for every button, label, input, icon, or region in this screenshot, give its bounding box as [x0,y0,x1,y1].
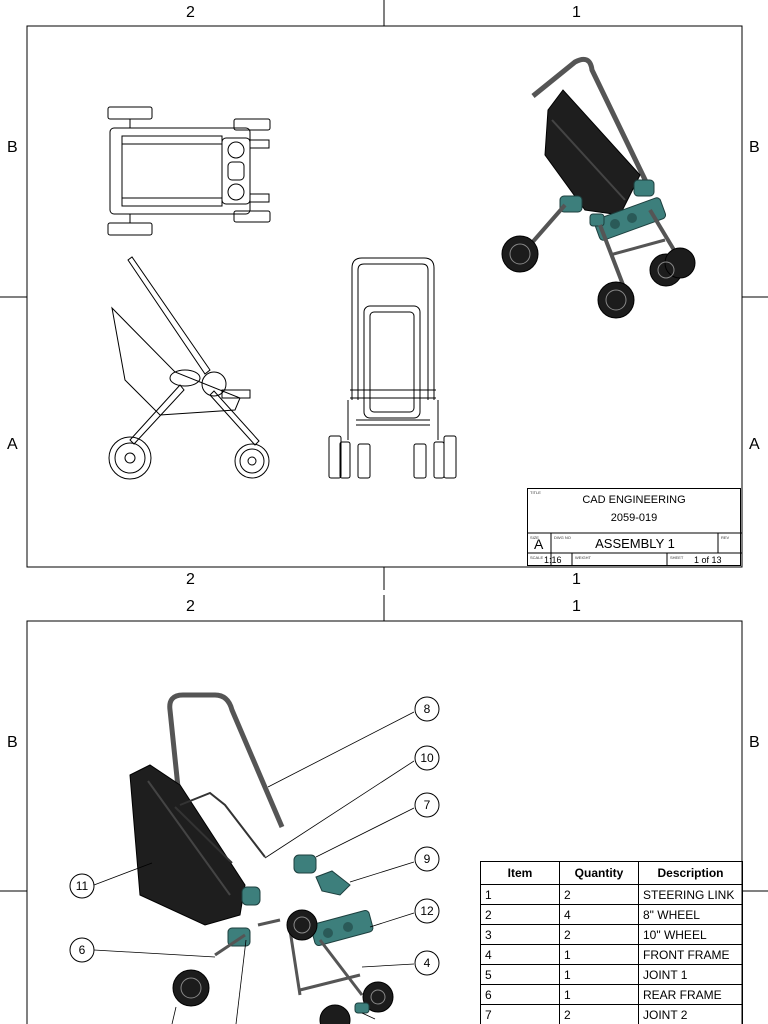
title-block: TITLE CAD ENGINEERING 2059-019 SIZE A DW… [527,488,741,566]
balloon-4: 4 [423,956,431,970]
company-name: CAD ENGINEERING [582,494,686,506]
balloon-6: 6 [78,943,86,957]
bom-description: REAR FRAME [638,984,743,1005]
bom-quantity: 1 [559,984,639,1005]
balloon-8: 8 [423,702,431,716]
table-row: 2 4 8" WHEEL [480,904,743,925]
scale-caption: SCALE [530,555,544,560]
sheet-2-border [0,595,768,1024]
balloon-11: 11 [75,879,89,893]
part-number: 2059-019 [610,512,658,524]
bom-description: JOINT 1 [638,964,743,985]
rev-caption: REV [721,535,730,540]
table-row: 5 1 JOINT 1 [480,964,743,985]
zone-label-left-a: A [7,436,18,453]
bom-item: 6 [480,984,560,1005]
table-row: 7 2 JOINT 2 [480,1004,743,1024]
bom-item: 7 [480,1004,560,1024]
table-row: 6 1 REAR FRAME [480,984,743,1005]
zone-label-top-2: 2 [186,598,195,615]
dwg-caption: DWG NO [554,535,571,540]
bom-item: 3 [480,924,560,945]
zone-label-top-1: 1 [572,598,581,615]
title-block-lines [527,532,742,566]
balloon-7: 7 [423,798,431,812]
bom-description: 8" WHEEL [638,904,743,925]
bom-item: 4 [480,944,560,965]
bom-quantity: 2 [559,924,639,945]
zone-label-right-b: B [749,139,760,156]
drawing-sheet-1: 2 1 2 1 B A B A TITLE CAD ENGINEERING 20… [0,0,768,590]
bom-description: STEERING LINK [638,884,743,905]
side-view-drawing [108,256,270,480]
bom-header-description: Description [638,861,743,885]
zone-label-bottom-1: 1 [572,571,581,588]
scale-value: 1:16 [544,555,562,565]
balloon-12: 12 [420,904,434,918]
exploded-view-drawing [129,692,394,1024]
sheet-caption: SHEET [670,555,684,560]
bom-quantity: 2 [559,1004,639,1024]
bill-of-materials-table: Item Quantity Description 1 2 STEERING L… [480,861,743,1024]
title-caption: TITLE [530,490,541,495]
bom-header-quantity: Quantity [559,861,639,885]
table-row: 1 2 STEERING LINK [480,884,743,905]
bom-quantity: 1 [559,964,639,985]
zone-label-right-a: A [749,436,760,453]
isometric-view-drawing [501,56,696,319]
table-row: 4 1 FRONT FRAME [480,944,743,965]
bom-header-item: Item [480,861,560,885]
bom-description: FRONT FRAME [638,944,743,965]
table-row: 3 2 10" WHEEL [480,924,743,945]
bom-quantity: 4 [559,904,639,925]
sheet-number: 1 of 13 [694,555,722,565]
bom-quantity: 1 [559,944,639,965]
balloon-9: 9 [423,852,431,866]
zone-label-bottom-2: 2 [186,571,195,588]
sheet-size: A [534,536,544,552]
zone-label-left-b: B [7,734,18,751]
drawing-sheet-2: 8 10 7 9 11 12 6 4 2 1 B B Item Quantity… [0,595,768,1024]
zone-label-top-2: 2 [186,4,195,21]
balloon-circles [69,696,440,976]
drawing-name: ASSEMBLY 1 [595,536,675,551]
zone-label-left-b: B [7,139,18,156]
weight-caption: WEIGHT [575,555,591,560]
bom-item: 1 [480,884,560,905]
zone-label-top-1: 1 [572,4,581,21]
bom-item: 5 [480,964,560,985]
zone-label-right-b: B [749,734,760,751]
front-view-drawing [328,257,457,479]
balloon-10: 10 [420,751,434,765]
bom-description: 10" WHEEL [638,924,743,945]
balloon-leaders [93,711,415,1024]
sheet-1-border [0,0,768,590]
top-view-drawing [107,106,271,236]
size-caption: SIZE [530,535,539,540]
bom-item: 2 [480,904,560,925]
bom-quantity: 2 [559,884,639,905]
bom-description: JOINT 2 [638,1004,743,1024]
bom-header-row: Item Quantity Description [480,861,743,885]
